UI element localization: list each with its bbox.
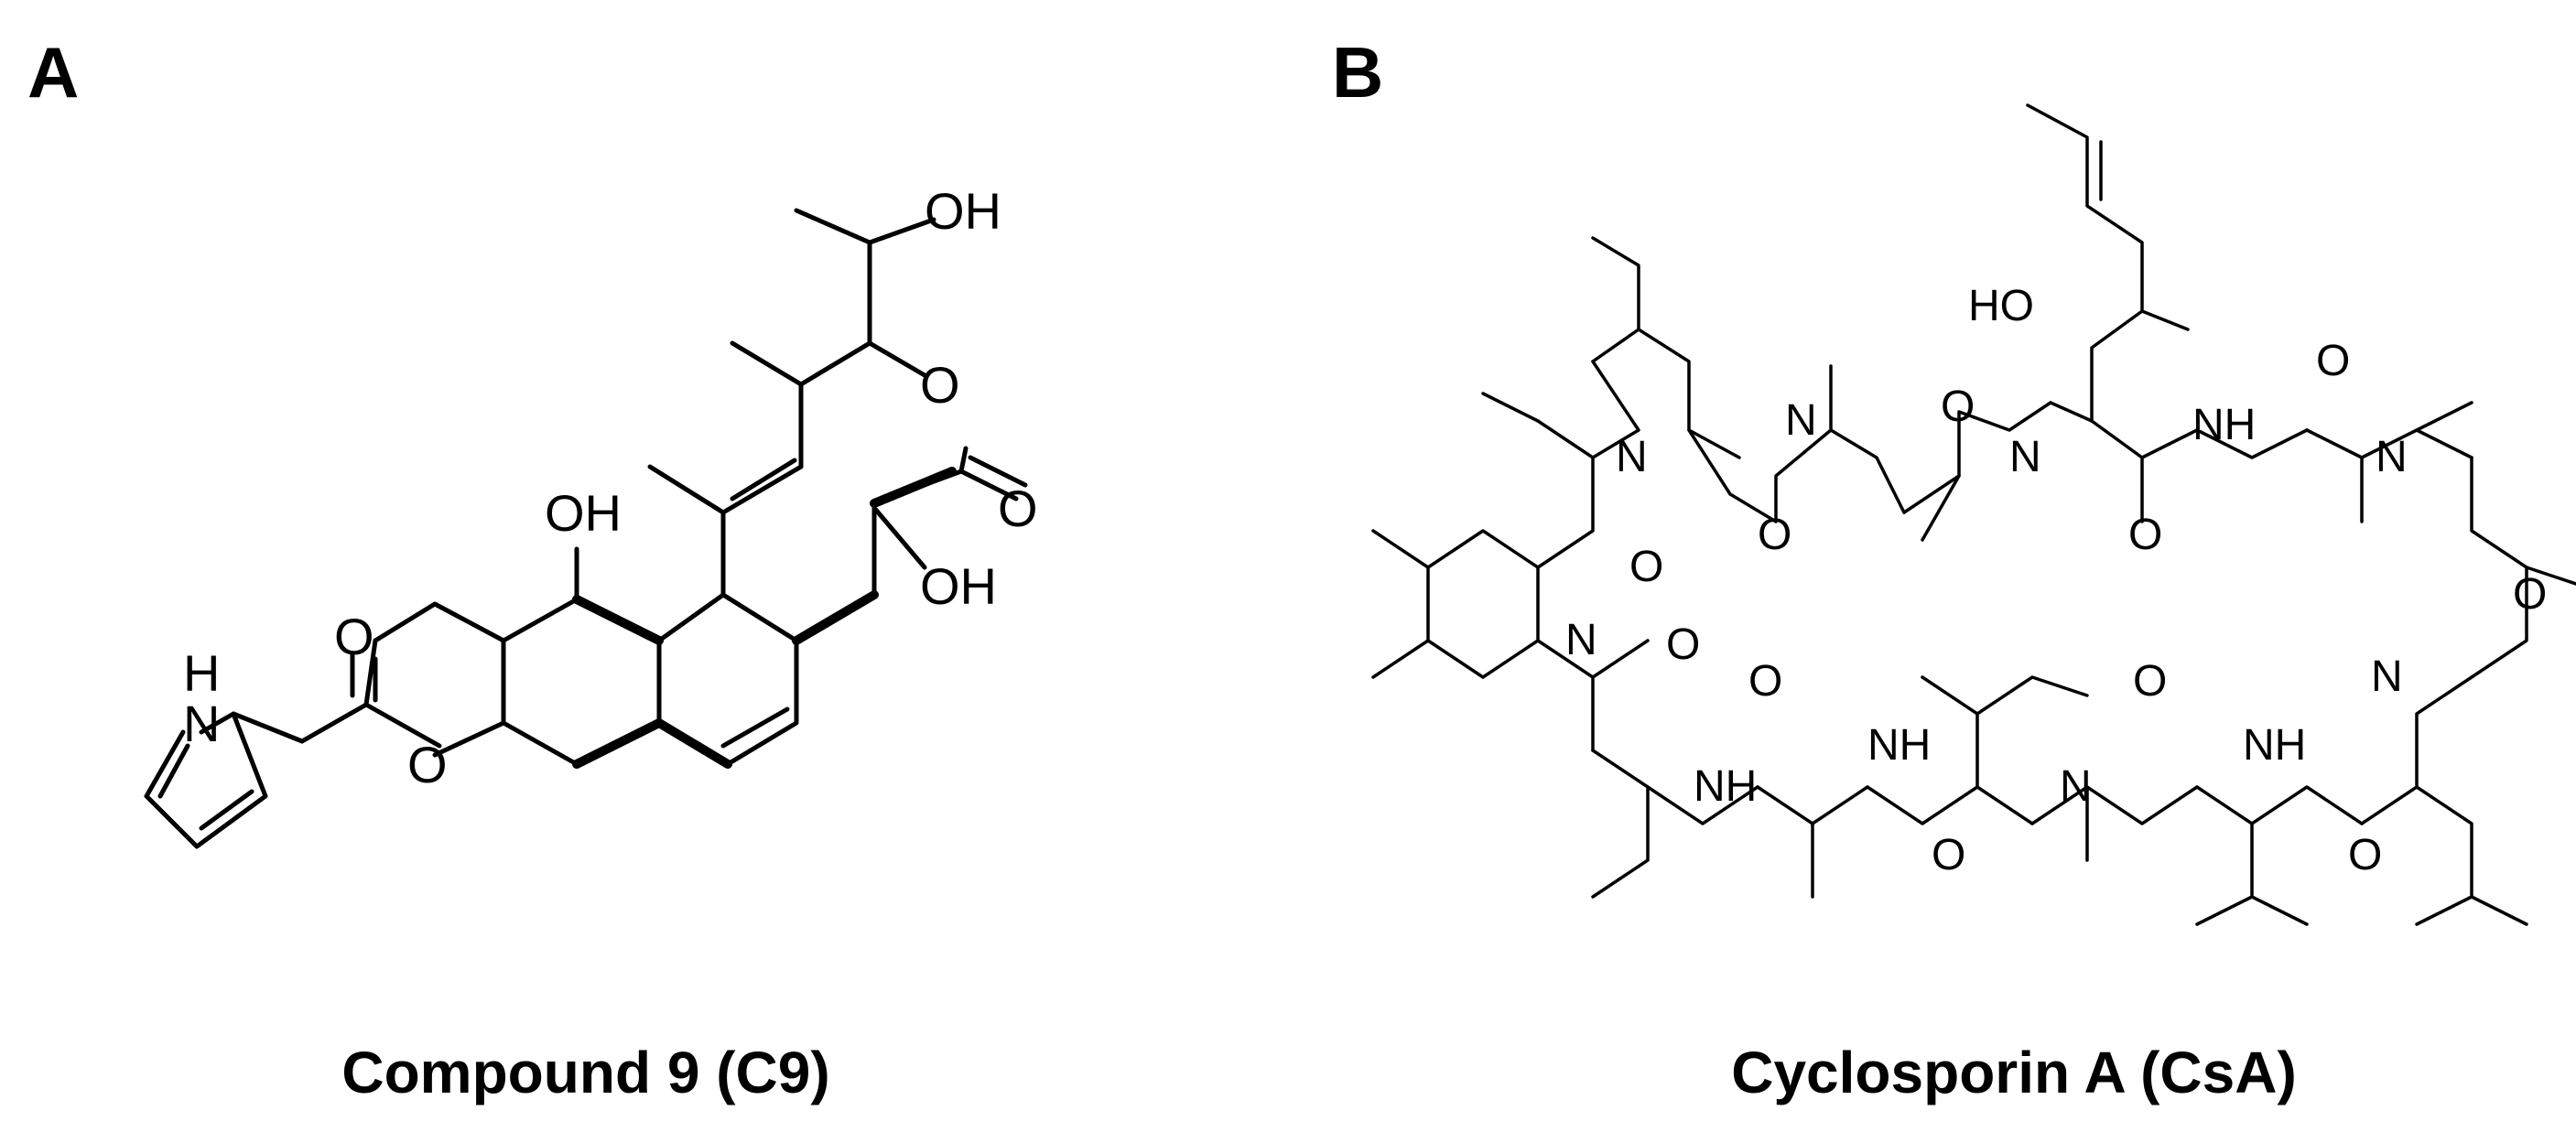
atom-n2: N — [1785, 396, 1817, 445]
atom-o2: O — [1941, 383, 1975, 431]
atom-ho: HO — [1968, 282, 2034, 330]
compound-9-atom-labels: OH O O OH OH O O H N — [183, 182, 1038, 793]
atom-o10: O — [1629, 543, 1663, 591]
atom-nh2: NH — [2243, 721, 2306, 770]
compound-9-structure — [144, 208, 1028, 849]
atom-oh-left: OH — [545, 484, 622, 542]
atom-o1: O — [1758, 511, 1791, 559]
panel-b-label: B — [1332, 32, 1384, 113]
atom-nh3: NH — [1867, 721, 1931, 770]
atom-o9: O — [1748, 657, 1782, 706]
atom-o-carbonyl-right: O — [998, 480, 1038, 537]
atom-oh-right: OH — [920, 557, 997, 615]
cyclosporin-a-atom-labels: HO N N N N N N N NH NH NH NH O O O O O O… — [1565, 282, 2547, 879]
atom-n3: N — [2009, 433, 2041, 481]
atom-o4: O — [2316, 337, 2350, 385]
atom-n5: N — [2371, 652, 2403, 701]
atom-n4: N — [2376, 433, 2408, 481]
atom-n1: N — [1616, 433, 1648, 481]
atom-o-ester-carbonyl: O — [334, 608, 374, 665]
atom-nh-h: H — [183, 644, 220, 702]
atom-oh-top: OH — [925, 182, 1001, 240]
atom-o8: O — [1932, 831, 1965, 879]
atom-o6: O — [2348, 831, 2382, 879]
atom-nh4: NH — [1694, 762, 1757, 811]
atom-o-ring: O — [920, 356, 960, 414]
atom-o11: O — [1666, 620, 1700, 669]
atom-o3: O — [2128, 511, 2162, 559]
atom-nh1: NH — [2192, 401, 2256, 449]
atom-nh-n: N — [183, 695, 220, 752]
atom-o5: O — [2513, 570, 2547, 619]
atom-o-ester: O — [407, 736, 448, 793]
cyclosporin-a-caption: Cyclosporin A (CsA) — [1731, 1040, 2297, 1105]
atom-n7: N — [1565, 616, 1597, 664]
atom-n6: N — [2060, 762, 2092, 811]
atom-o7: O — [2133, 657, 2167, 706]
cyclosporin-a-structure — [1371, 103, 2576, 926]
compound-9-caption: Compound 9 (C9) — [341, 1040, 830, 1105]
panel-a-label: A — [27, 32, 80, 113]
